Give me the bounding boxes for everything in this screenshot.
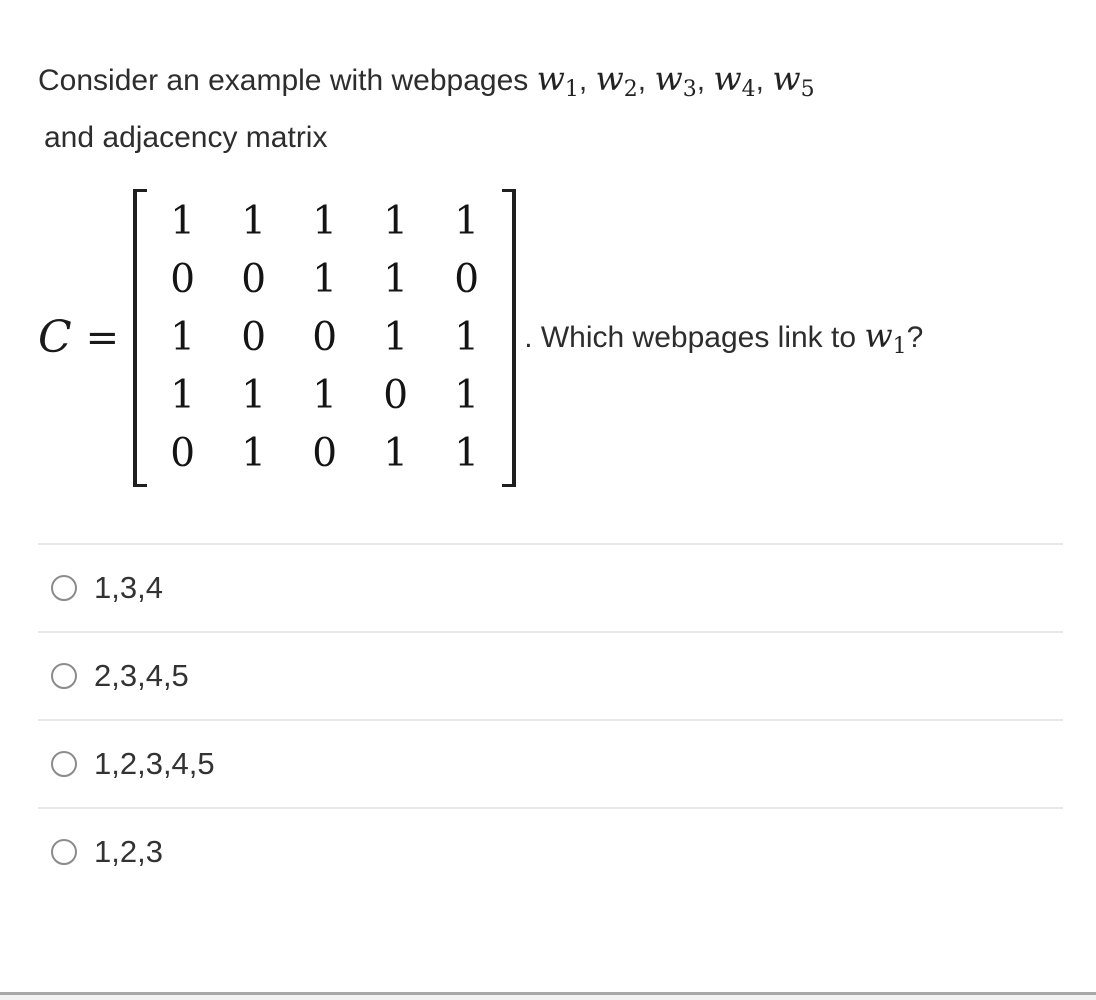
question-text-line2: and adjacency matrix bbox=[44, 121, 328, 155]
option-label[interactable]: 1,3,4 bbox=[94, 569, 163, 605]
question-mark: ? bbox=[906, 321, 924, 355]
radio-button-icon[interactable] bbox=[51, 750, 77, 777]
question-prompt: . Which webpages link to w1? bbox=[524, 316, 923, 359]
matrix-cell: 0 bbox=[383, 373, 409, 419]
answer-options: 1,3,4 2,3,4,5 1,2,3,4,5 1,2,3 bbox=[38, 542, 1063, 895]
option-row-2[interactable]: 2,3,4,5 bbox=[38, 630, 1063, 719]
matrix-symbol: C bbox=[38, 312, 72, 364]
radio-button-icon[interactable] bbox=[51, 574, 77, 601]
matrix-cell: 0 bbox=[170, 431, 196, 477]
option-label[interactable]: 1,2,3,4,5 bbox=[94, 745, 215, 781]
prompt-text: . Which webpages link to bbox=[524, 321, 865, 355]
matrix-cell: 1 bbox=[383, 199, 409, 245]
option-label[interactable]: 2,3,4,5 bbox=[94, 657, 189, 693]
webpage-var-2: w bbox=[595, 59, 624, 98]
bottom-page-divider bbox=[0, 992, 1096, 1000]
matrix-cell: 1 bbox=[454, 199, 480, 245]
separator: , bbox=[578, 64, 596, 97]
matrix-cell: 0 bbox=[312, 315, 338, 361]
separator: , bbox=[755, 64, 773, 97]
webpage-var-1-sub: 1 bbox=[564, 77, 579, 102]
matrix-cell: 1 bbox=[454, 315, 480, 361]
question-text: Consider an example with webpages w1, w2… bbox=[38, 48, 1038, 167]
question-panel: Consider an example with webpages w1, w2… bbox=[0, 48, 1096, 895]
webpage-var-1: w bbox=[536, 59, 565, 98]
webpage-var-5: w bbox=[772, 59, 801, 98]
matrix-cell: 1 bbox=[383, 315, 409, 361]
option-row-4[interactable]: 1,2,3 bbox=[38, 806, 1063, 895]
matrix-cell: 0 bbox=[170, 257, 196, 303]
webpage-var-3: w bbox=[654, 59, 683, 98]
matrix-cell: 0 bbox=[454, 257, 480, 303]
matrix-cell: 1 bbox=[312, 373, 338, 419]
webpage-var-3-sub: 3 bbox=[682, 77, 697, 102]
webpage-var-4: w bbox=[713, 59, 742, 98]
matrix-cell: 1 bbox=[170, 373, 196, 419]
matrix-cell: 1 bbox=[383, 431, 409, 477]
matrix-cell: 1 bbox=[170, 315, 196, 361]
option-row-1[interactable]: 1,3,4 bbox=[38, 542, 1063, 631]
option-row-3[interactable]: 1,2,3,4,5 bbox=[38, 718, 1063, 807]
matrix-cell: 0 bbox=[241, 257, 267, 303]
separator: , bbox=[637, 64, 655, 97]
matrix-right-bracket bbox=[502, 188, 517, 487]
matrix-left-bracket bbox=[133, 188, 148, 487]
equals-sign: = bbox=[85, 314, 120, 361]
matrix-cell: 1 bbox=[241, 431, 267, 477]
webpage-var-2-sub: 2 bbox=[623, 77, 638, 102]
radio-button-icon[interactable] bbox=[51, 838, 77, 865]
webpage-var-5-sub: 5 bbox=[800, 77, 815, 102]
matrix-cell: 1 bbox=[312, 257, 338, 303]
matrix-cell: 0 bbox=[241, 315, 267, 361]
matrix-cell: 0 bbox=[312, 431, 338, 477]
radio-button-icon[interactable] bbox=[51, 662, 77, 689]
target-webpage-var: w bbox=[864, 316, 893, 356]
question-intro: Consider an example with webpages bbox=[38, 64, 537, 97]
separator: , bbox=[696, 64, 714, 97]
matrix-cell: 1 bbox=[454, 431, 480, 477]
webpage-var-4-sub: 4 bbox=[741, 77, 756, 102]
matrix-cell: 1 bbox=[241, 373, 267, 419]
matrix-cell: 1 bbox=[454, 373, 480, 419]
matrix-cell: 1 bbox=[241, 199, 267, 245]
adjacency-matrix: 1 1 1 1 1 0 0 1 1 0 1 0 0 1 1 1 1 1 0 1 bbox=[133, 188, 517, 487]
matrix-cell: 1 bbox=[312, 199, 338, 245]
matrix-cell: 1 bbox=[383, 257, 409, 303]
matrix-cell: 1 bbox=[170, 199, 196, 245]
adjacency-matrix-equation: C = 1 1 1 1 1 0 0 1 1 0 1 0 0 1 1 1 1 bbox=[38, 188, 1063, 487]
target-webpage-var-sub: 1 bbox=[892, 334, 907, 360]
matrix-grid: 1 1 1 1 1 0 0 1 1 0 1 0 0 1 1 1 1 1 0 1 bbox=[147, 189, 502, 487]
option-label[interactable]: 1,2,3 bbox=[94, 833, 163, 869]
